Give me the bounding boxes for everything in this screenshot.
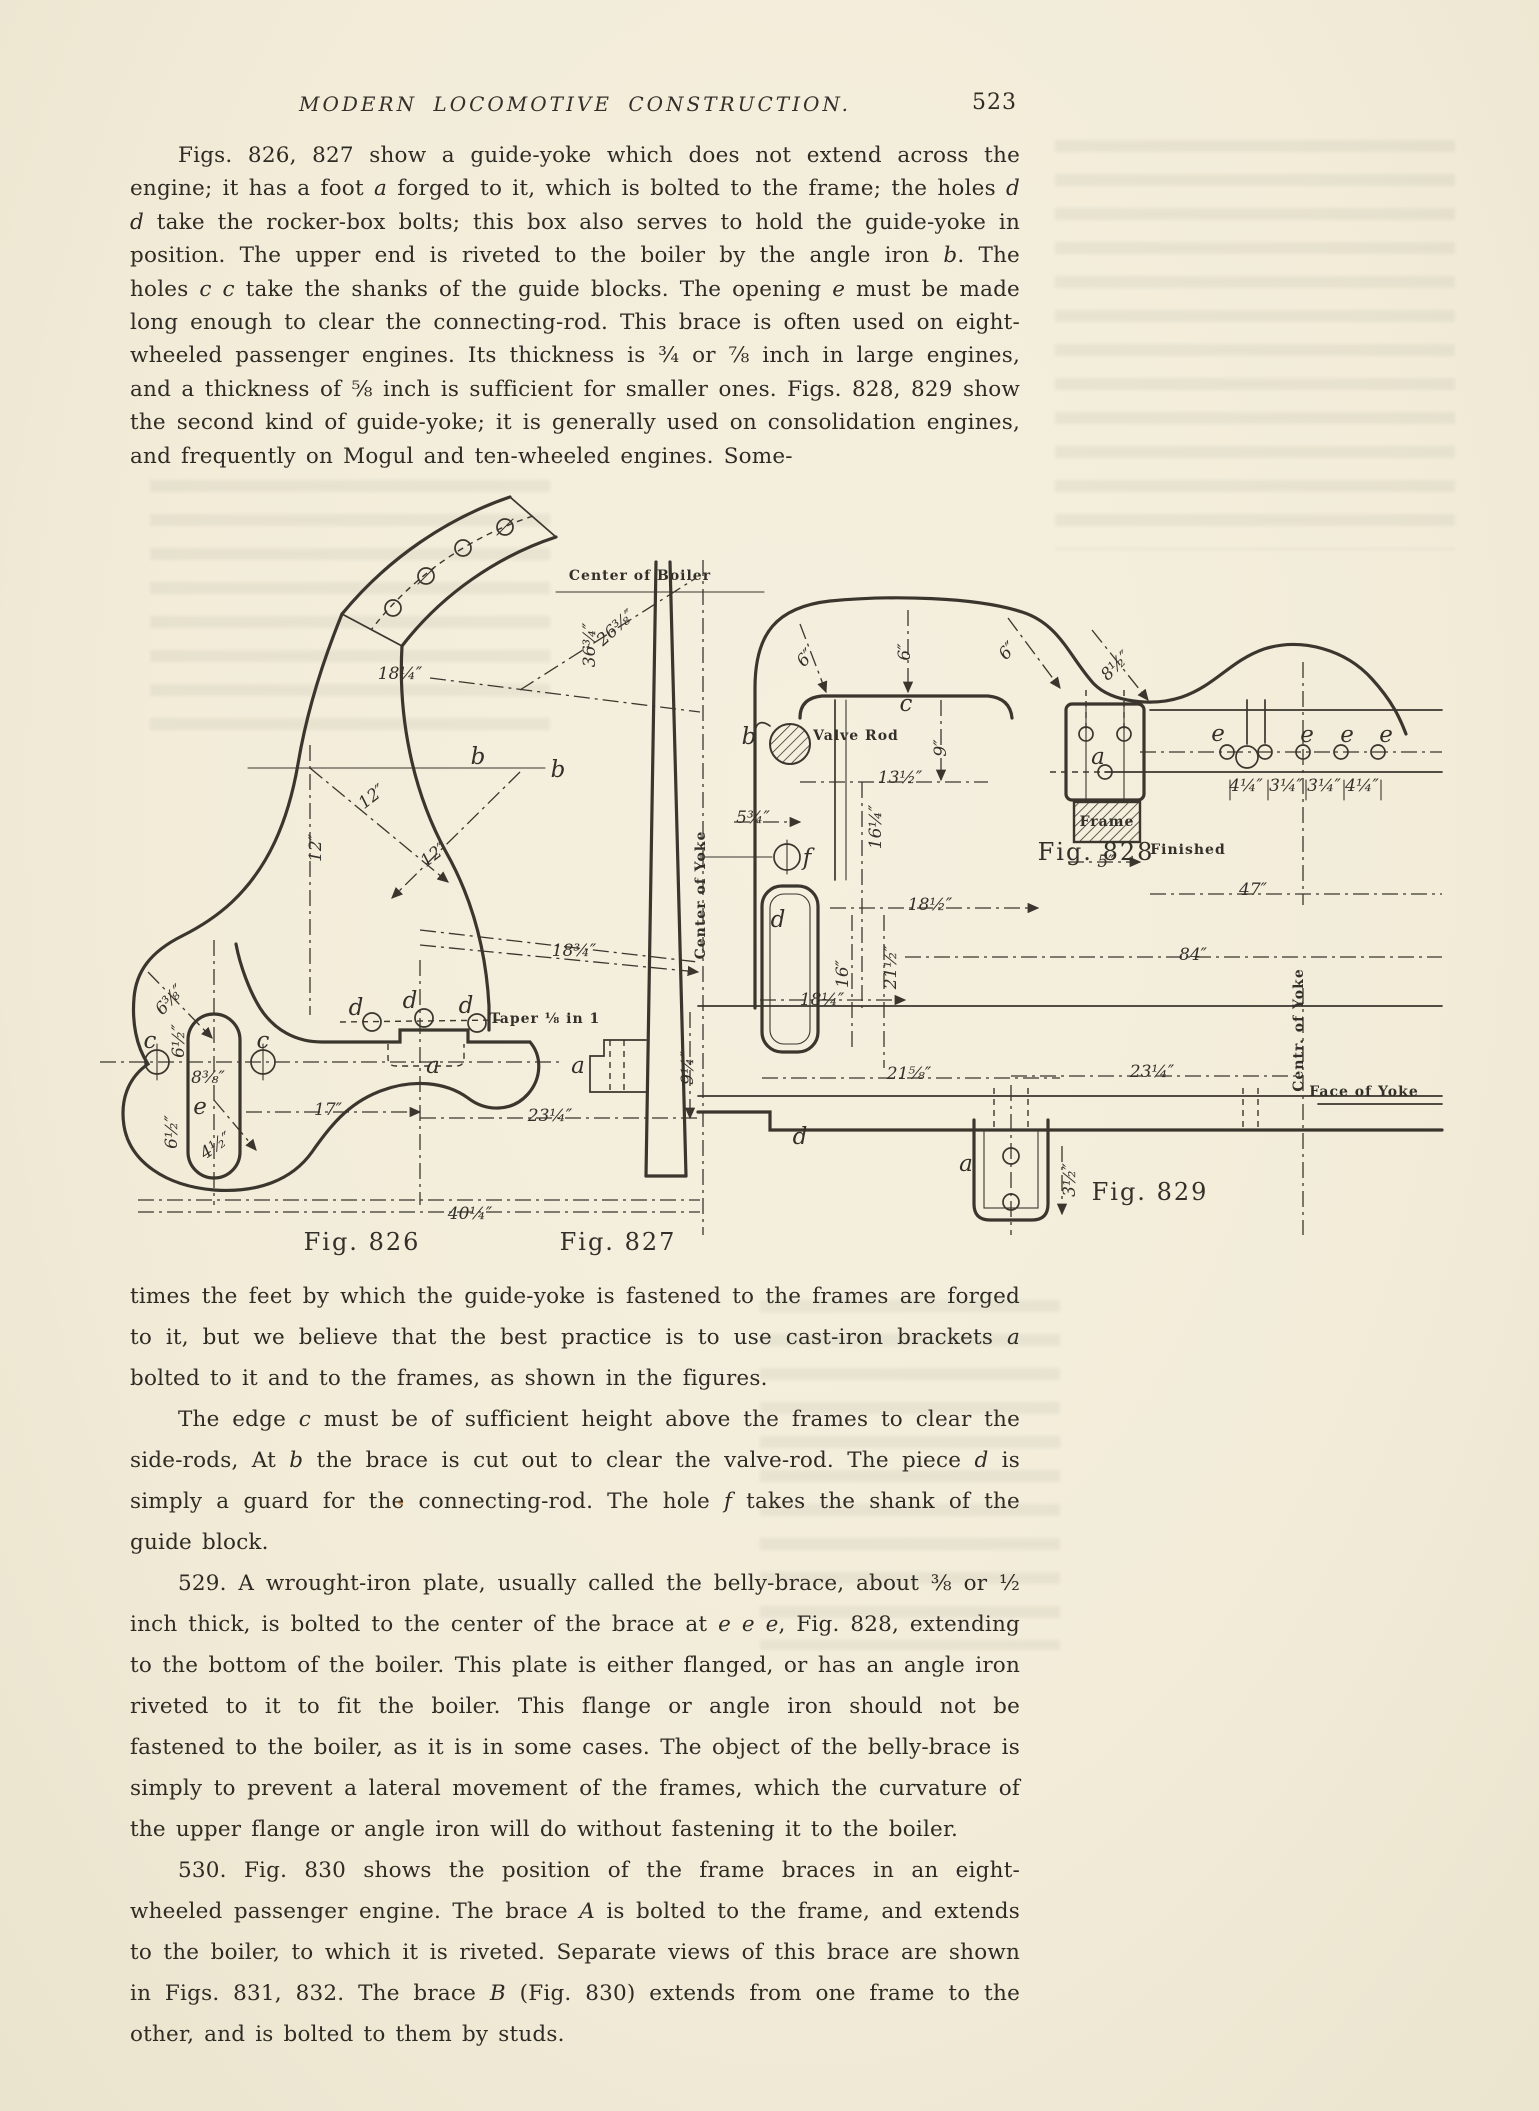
paragraph: times the feet by which the guide-yoke i… [130,1284,1020,1391]
intro-paragraph: Figs. 826, 827 show a guide-yoke which d… [130,143,1020,469]
paragraph: 530. Fig. 830 shows the position of the … [130,1858,1020,2047]
paragraph: The edge c must be of sufficient height … [130,1407,1020,1555]
page-number: 523 [972,90,1017,115]
lower-text-block: times the feet by which the guide-yoke i… [130,1276,1020,2055]
page-title: MODERN LOCOMOTIVE CONSTRUCTION. [299,92,851,116]
paragraph: 529. A wrought-iron plate, usually calle… [130,1571,1020,1842]
paper-fleck [398,1500,403,1505]
